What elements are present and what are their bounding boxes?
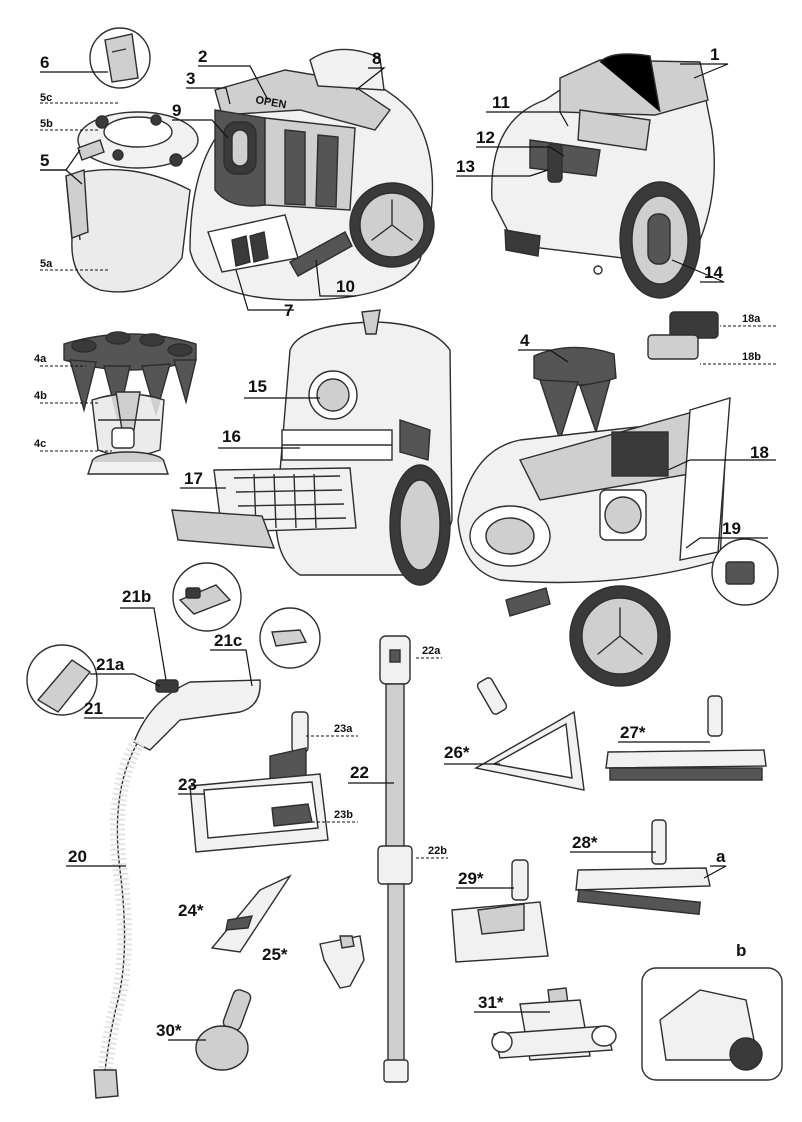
label-21c: 21c	[214, 631, 242, 650]
label-4: 4	[520, 331, 530, 350]
label-9: 9	[172, 101, 181, 120]
label-22a: 22a	[422, 645, 441, 657]
telescopic-tube-illustration	[377, 635, 413, 1083]
label-24: 24*	[178, 901, 204, 920]
open-lid-text: OPEN	[254, 94, 287, 111]
label-22: 22	[350, 763, 369, 782]
label-17: 17	[184, 469, 203, 488]
label-28b: b	[736, 941, 746, 960]
label-2: 2	[198, 47, 207, 66]
vacuum-rear-filter-illustration	[171, 309, 453, 586]
label-1: 1	[710, 45, 719, 64]
filter-18b	[647, 334, 699, 360]
handle-21	[133, 679, 261, 751]
cyclone-module-exploded-illustration	[63, 331, 197, 475]
label-5: 5	[40, 151, 49, 170]
upholstery-tool-illustration	[319, 935, 365, 989]
label-29: 29*	[458, 869, 484, 888]
tool-holder-illustration	[491, 987, 617, 1061]
label-21b: 21b	[122, 587, 151, 606]
label-28: 28*	[572, 833, 598, 852]
label-15: 15	[248, 377, 267, 396]
turbo-brush-small-illustration	[195, 989, 252, 1071]
label-18b: 18b	[742, 351, 761, 363]
label-10: 10	[336, 277, 355, 296]
label-18: 18	[750, 443, 769, 462]
label-20: 20	[68, 847, 87, 866]
label-13: 13	[456, 157, 475, 176]
vacuum-open-lid-illustration: OPEN	[189, 48, 435, 301]
label-19: 19	[722, 519, 741, 538]
label-30: 30*	[156, 1021, 182, 1040]
label-27: 27*	[620, 723, 646, 742]
label-23a: 23a	[334, 723, 353, 735]
label-14: 14	[704, 263, 723, 282]
cable-outlet-15	[316, 378, 350, 412]
combined-brush-illustration	[575, 819, 783, 1081]
label-5a: 5a	[40, 258, 53, 270]
hose-handle-illustration	[26, 562, 321, 1099]
carry-handle-8	[309, 48, 385, 91]
label-11: 11	[492, 93, 510, 112]
dust-container-5a	[65, 168, 191, 293]
label-6: 6	[40, 53, 49, 72]
triangular-nozzle-illustration	[474, 677, 585, 791]
label-4c: 4c	[34, 438, 46, 450]
dust-container-exploded-illustration	[65, 27, 199, 293]
label-18a: 18a	[742, 313, 761, 325]
filter-18a	[669, 311, 719, 339]
label-12: 12	[476, 128, 495, 147]
label-4b: 4b	[34, 390, 47, 402]
label-22b: 22b	[428, 845, 447, 857]
vacuum-front-illustration	[491, 53, 715, 299]
label-21a: 21a	[96, 655, 125, 674]
leader-lines	[40, 63, 776, 1041]
label-16: 16	[222, 427, 241, 446]
label-8: 8	[372, 49, 381, 68]
label-7: 7	[284, 301, 293, 320]
label-23b: 23b	[334, 809, 353, 821]
label-25: 25*	[262, 945, 288, 964]
crevice-tool-illustration	[210, 874, 292, 953]
label-5c: 5c	[40, 92, 52, 104]
callout-labels: 6 2 8 3 5c 9 5b 5 5a 10 7 1 11 12 13 14 …	[34, 45, 769, 1040]
label-5b: 5b	[40, 118, 53, 130]
label-21: 21	[84, 699, 103, 718]
outlet-grille-10	[289, 231, 353, 277]
turbo-brush-illustration	[451, 859, 549, 963]
label-4a: 4a	[34, 353, 47, 365]
label-26: 26*	[444, 743, 470, 762]
parquet-brush-illustration	[605, 695, 767, 781]
vacuum-open-top-illustration	[457, 311, 779, 687]
hose-20	[103, 741, 139, 1081]
power-switch-13	[547, 143, 563, 183]
label-28a: a	[716, 847, 726, 866]
floor-nozzle-illustration	[189, 711, 329, 853]
label-23: 23	[178, 775, 197, 794]
label-3: 3	[186, 69, 195, 88]
label-31: 31*	[478, 993, 504, 1012]
